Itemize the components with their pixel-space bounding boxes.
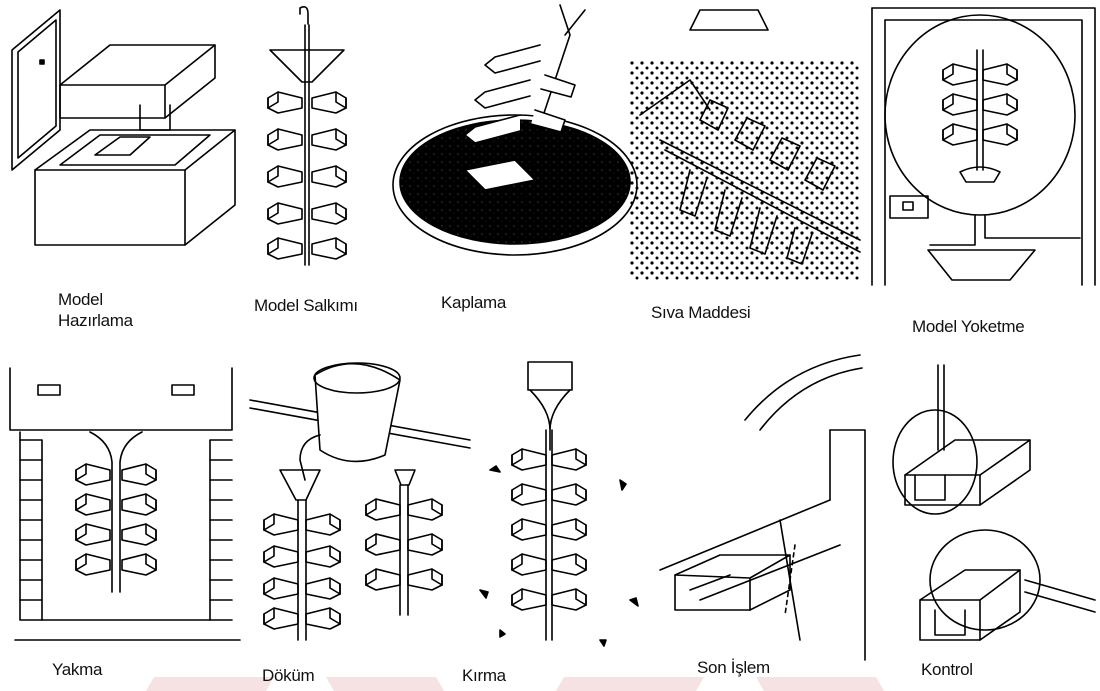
caption-dokum: Döküm [262,665,314,686]
caption-siva-maddesi: Sıva Maddesi [651,302,750,323]
caption-model-yoketme: Model Yoketme [912,316,1024,337]
stucco-icon [630,10,860,280]
furnace-icon [10,368,240,640]
caption-model-salkimi: Model Salkımı [254,295,358,316]
caption-line: Hazırlama [58,310,133,331]
pouring-ladle-icon [250,363,470,640]
caption-yakma: Yakma [52,659,102,680]
wax-tree-icon [268,7,346,265]
caption-model-hazirlama: Model Hazırlama [58,289,133,331]
caption-son-islem: Son İşlem [697,657,770,678]
slurry-dip-icon [393,5,637,255]
mold-box-icon [12,10,235,245]
knockout-icon [480,362,638,646]
caption-kirma: Kırma [462,665,506,686]
autoclave-icon [872,8,1095,285]
caption-kaplama: Kaplama [441,292,506,313]
inspection-icon [893,365,1095,640]
caption-line: Model [58,289,133,310]
cutoff-wheel-icon [660,355,865,660]
caption-kontrol: Kontrol [921,659,973,680]
